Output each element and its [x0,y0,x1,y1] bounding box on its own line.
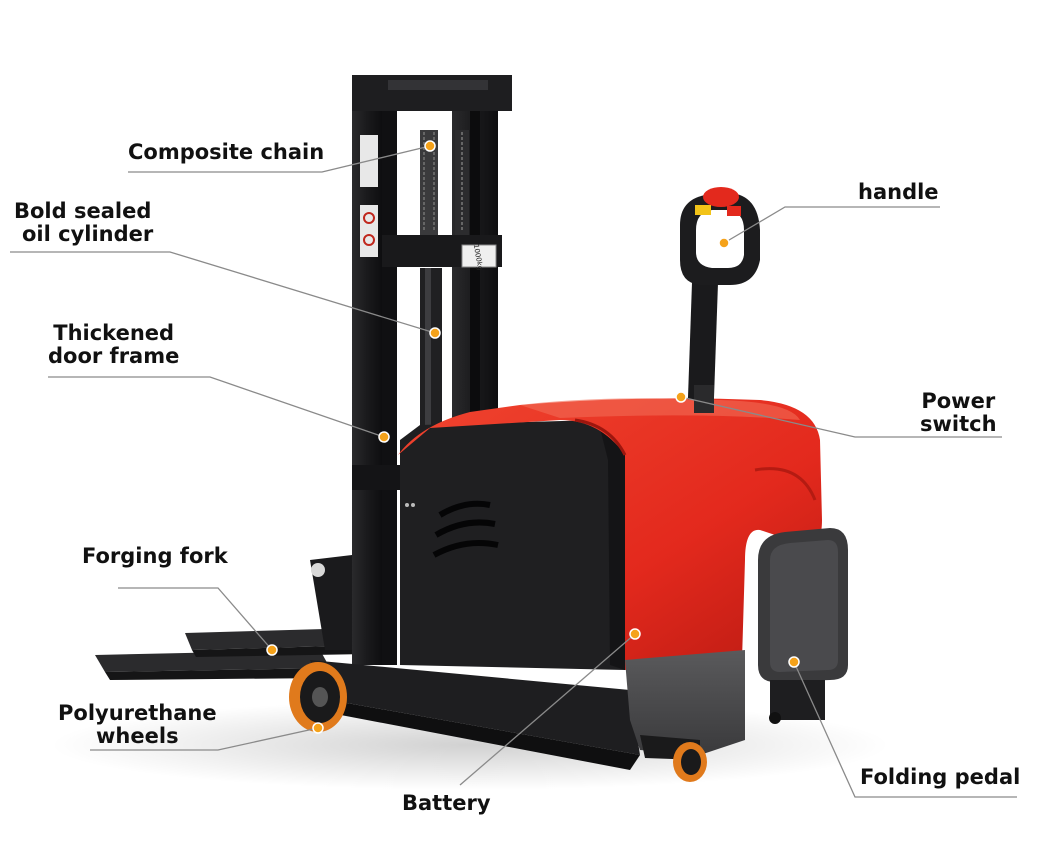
leader-handle [723,206,940,244]
tiller-handle [680,187,760,413]
label-oil-cylinder: Bold sealed oil cylinder [14,200,153,246]
drive-base [625,650,745,760]
leader-oil-cylinder [10,251,436,334]
folding-pedal [758,528,848,724]
leader-door-frame [48,376,385,438]
label-folding-pedal: Folding pedal [860,765,1021,789]
leader-power-switch [680,396,1002,438]
label-forging-fork: Forging fork [82,544,228,568]
marker-folding-pedal [788,656,800,668]
label-door-frame-line-2: door frame [48,344,180,368]
leader-forging-fork [118,587,273,651]
label-composite-chain: Composite chain [128,140,325,164]
marker-handle [718,237,730,249]
label-polyurethane-wheels-line-1: Polyurethane [58,701,217,725]
marker-door-frame [378,431,390,443]
marker-oil-cylinder [429,327,441,339]
leader-polyurethane-wheels [90,727,319,751]
marker-forging-fork [266,644,278,656]
marker-power-switch [675,391,687,403]
leader-battery [459,633,636,786]
label-power-switch-line-1: Power [921,389,996,413]
label-handle: handle [858,180,939,204]
polyurethane-wheels [289,662,707,782]
marker-dots [266,140,800,734]
marker-battery [629,628,641,640]
label-oil-cylinder-line-1: Bold sealed [14,199,152,223]
label-oil-cylinder-line-2: oil cylinder [22,222,154,246]
marker-composite-chain [424,140,436,152]
label-door-frame-line-1: Thickened [53,321,175,345]
leader-folding-pedal [793,661,1017,798]
label-polyurethane-wheels-line-2: wheels [96,724,179,748]
leader-composite-chain [128,145,431,173]
label-power-switch: Power switch [920,390,997,436]
label-battery: Battery [402,791,491,815]
label-power-switch-line-2: switch [920,412,997,436]
leader-lines [10,145,1017,798]
battery-panel [400,420,625,670]
label-polyurethane-wheels: Polyurethane wheels [58,702,217,748]
marker-polyurethane-wheels [312,722,324,734]
red-body [398,398,822,670]
chassis [310,660,640,770]
label-door-frame: Thickened door frame [48,322,179,368]
